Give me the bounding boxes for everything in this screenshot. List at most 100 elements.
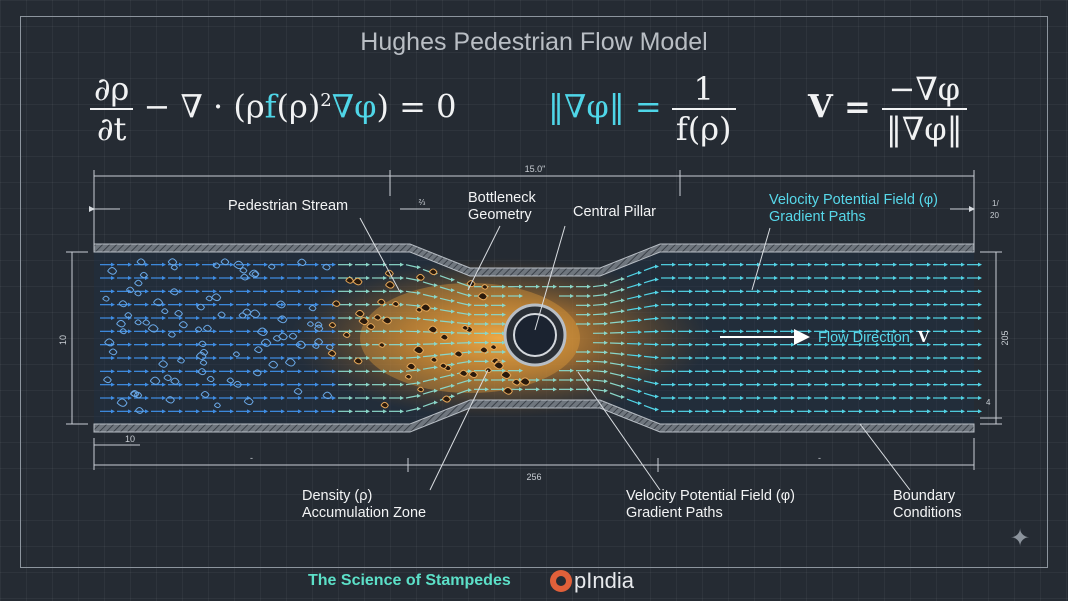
streamline-arrowhead xyxy=(451,351,455,356)
streamline-arrowhead xyxy=(366,356,370,360)
pedestrian-glyph xyxy=(134,290,142,297)
streamline-arrowhead xyxy=(825,396,829,400)
pedestrian-glyph xyxy=(206,375,215,383)
streamline-arrowhead xyxy=(672,289,676,294)
pedestrian-glyph xyxy=(260,338,272,347)
streamline-arrowhead xyxy=(281,289,285,294)
streamline-arrow xyxy=(405,264,418,268)
eikonal-lhs: ‖∇φ‖ = xyxy=(548,87,672,126)
diagram-frame xyxy=(20,16,1048,568)
pedestrian-glyph xyxy=(116,319,126,328)
streamline-arrowhead xyxy=(689,316,693,320)
streamline-arrowhead xyxy=(162,369,166,374)
streamline-arrowhead xyxy=(689,409,693,414)
streamline-arrowhead xyxy=(332,342,336,347)
streamline-arrowhead xyxy=(621,319,625,324)
streamline-arrowhead xyxy=(502,340,506,345)
streamline-arrowhead xyxy=(587,387,591,392)
pedestrian-glyph xyxy=(199,348,209,356)
streamline-arrowhead xyxy=(859,329,863,334)
streamline-arrowhead xyxy=(927,329,931,334)
velocity-lhs: V = xyxy=(808,87,882,126)
streamline-arrowhead xyxy=(145,409,149,414)
streamline-arrow xyxy=(422,293,435,298)
pedestrian-glyph xyxy=(366,323,376,330)
streamline-arrowhead xyxy=(774,396,778,400)
streamline-arrowhead xyxy=(570,387,574,392)
streamline-arrowhead xyxy=(791,356,795,360)
streamline-arrowhead xyxy=(876,396,880,400)
streamline-arrowhead xyxy=(281,396,285,400)
streamline-arrowhead xyxy=(111,262,115,267)
pedestrian-glyph xyxy=(314,321,323,328)
streamline-arrowhead xyxy=(842,356,846,360)
streamline-arrowhead xyxy=(706,369,710,374)
streamline-arrowhead xyxy=(383,289,387,294)
pedestrian-glyph xyxy=(427,325,438,334)
streamline-arrowhead xyxy=(298,396,302,400)
streamline-arrowhead xyxy=(774,289,778,294)
streamline-arrowhead xyxy=(230,329,234,334)
pedestrian-glyph xyxy=(200,390,210,398)
label-vpf-bottom-line2: Gradient Paths xyxy=(626,505,723,521)
streamline-arrow xyxy=(439,275,452,281)
streamline-arrowhead xyxy=(213,276,217,280)
streamline-arrowhead xyxy=(876,369,880,374)
streamline-arrowhead xyxy=(638,365,642,370)
streamline-arrowhead xyxy=(315,356,319,360)
pedestrian-glyph xyxy=(278,332,288,341)
streamline-arrowhead xyxy=(774,329,778,334)
streamline-arrowhead xyxy=(825,329,829,334)
pedestrian-glyph xyxy=(380,401,389,409)
streamline-arrow xyxy=(643,265,656,272)
streamline-arrowhead xyxy=(604,369,608,374)
streamline-arrowhead xyxy=(230,409,234,414)
streamline-arrowhead xyxy=(910,342,914,347)
streamline-arrowhead xyxy=(842,276,846,280)
streamline-arrowhead xyxy=(859,396,863,400)
pedestrian-glyph xyxy=(352,277,363,286)
pedestrian-glyph xyxy=(198,340,207,348)
continuity-end: ) = 0 xyxy=(376,87,457,126)
streamline-arrowhead xyxy=(162,276,166,280)
pedestrian-glyph xyxy=(342,331,351,338)
pedestrian-glyph xyxy=(481,284,489,290)
streamline-arrowhead xyxy=(978,276,982,280)
streamline-arrowhead xyxy=(723,276,727,280)
streamline-arrow xyxy=(609,278,622,284)
streamline-arrowhead xyxy=(587,368,591,373)
streamline-arrowhead xyxy=(196,396,200,400)
streamline-arrowhead xyxy=(876,356,880,360)
streamline-arrowhead xyxy=(536,387,540,392)
streamline-arrowhead xyxy=(417,368,421,373)
pedestrian-glyph xyxy=(479,346,489,354)
pedestrian-glyph xyxy=(119,328,128,335)
streamline-arrowhead xyxy=(247,302,251,307)
label-vpf-bottom-line1: Velocity Potential Field (φ) xyxy=(626,488,795,504)
streamline-arrowhead xyxy=(349,409,353,414)
streamline-arrowhead xyxy=(621,287,625,292)
streamline-arrowhead xyxy=(757,342,761,347)
pedestrian-glyph xyxy=(116,398,128,407)
top-wall xyxy=(93,243,975,277)
pedestrian-glyph xyxy=(161,308,169,315)
streamline-arrowhead xyxy=(944,329,948,334)
streamline-arrowhead xyxy=(196,342,200,347)
streamline-arrowhead xyxy=(502,378,506,382)
streamline-arrowhead xyxy=(400,262,404,267)
streamline-arrowhead xyxy=(706,316,710,320)
streamline-arrowhead xyxy=(723,329,727,334)
frac-denominator: ∂t xyxy=(96,110,127,148)
streamline-arrowhead xyxy=(553,284,557,289)
streamline-arrowhead xyxy=(927,262,931,267)
streamline-arrowhead xyxy=(417,290,421,295)
streamline-arrow xyxy=(626,376,639,381)
streamline-arrowhead xyxy=(757,302,761,307)
pedestrian-glyph xyxy=(212,262,221,269)
streamline-arrowhead xyxy=(893,329,897,334)
streamline-arrowhead xyxy=(264,409,268,414)
streamline-arrowhead xyxy=(451,362,455,367)
pedestrian-glyph xyxy=(312,343,320,349)
streamline-arrowhead xyxy=(434,341,438,346)
label-pedestrian-stream: Pedestrian Stream xyxy=(228,198,349,214)
